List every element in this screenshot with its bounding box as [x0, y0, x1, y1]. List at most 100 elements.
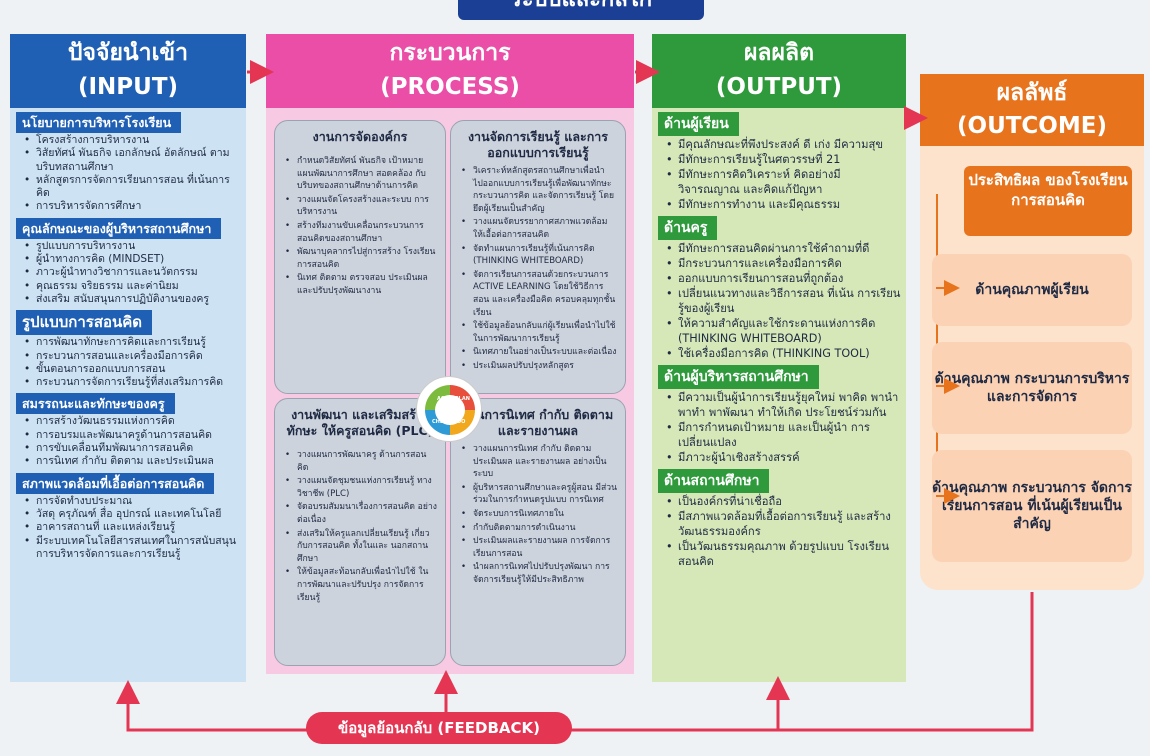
section-title: ด้านครู — [658, 216, 718, 240]
process-column: กระบวนการ (PROCESS) งานการจัดองค์กรกำหนด… — [266, 34, 634, 674]
section-title: รูปแบบการสอนคิด — [16, 310, 153, 336]
input-column: ปัจจัยนำเข้า (INPUT) นโยบายการบริหารโรงเ… — [10, 34, 246, 682]
list-item: ส่งเสริม สนับสนุนการปฏิบัติงานของครู — [24, 293, 242, 307]
list-item: ผู้บริหารสถานศึกษาและครูผู้สอน มีส่วนร่ว… — [461, 482, 617, 507]
list-item: โครงสร้างการบริหารงาน — [24, 134, 242, 148]
outcome-column: ผลลัพธ์ (OUTCOME) ประสิทธิผล ของโรงเรียน… — [920, 74, 1144, 590]
feedback-line — [116, 592, 1034, 732]
box-title: งานการจัดองค์กร — [312, 129, 408, 144]
list-item: สร้างทีมงานขับเคลื่อนกระบวนการ สอนคิดของ… — [285, 220, 437, 245]
section-list: มีคุณลักษณะที่พึงประสงค์ ดี เก่ง มีความส… — [652, 136, 906, 212]
section-title: ด้านผู้บริหารสถานศึกษา — [658, 365, 819, 389]
list-item: การนิเทศ กำกับ ติดตาม และประเมินผล — [24, 455, 242, 469]
section-title: ด้านผู้เรียน — [658, 112, 739, 136]
output-sections: ด้านผู้เรียนมีคุณลักษณะที่พึงประสงค์ ดี … — [652, 108, 906, 569]
list-item: การขับเคลื่อนทีมพัฒนาการสอนคิด — [24, 442, 242, 456]
list-item: คุณธรรม จริยธรรม และค่านิยม — [24, 280, 242, 294]
outcome-box-student-quality: ด้านคุณภาพผู้เรียน — [932, 254, 1132, 326]
input-sections: นโยบายการบริหารโรงเรียนโครงสร้างการบริหา… — [10, 108, 246, 561]
list-item: มีทักษะการทำงาน และมีคุณธรรม — [666, 197, 902, 212]
list-item: มีภาวะผู้นำเชิงสร้างสรรค์ — [666, 450, 902, 465]
list-item: ใช้เครื่องมือการคิด (THINKING TOOL) — [666, 346, 902, 361]
list-item: ให้ความสำคัญและใช้กระดานแห่งการคิด (THIN… — [666, 316, 902, 346]
outcome-header-th: ผลลัพธ์ — [996, 80, 1068, 106]
list-item: วางแผนจัดบรรยากาศสภาพแวดล้อม ให้เอื้อต่อ… — [461, 216, 617, 241]
list-item: มีระบบเทคโนโลยีสารสนเทศในการสนับสนุน การ… — [24, 535, 242, 562]
outcome-header: ผลลัพธ์ (OUTCOME) — [920, 74, 1144, 146]
svg-text:PLAN: PLAN — [455, 396, 470, 402]
list-item: การจัดทำงบประมาณ — [24, 495, 242, 509]
section-list: มีความเป็นผู้นำการเรียนรู้ยุคใหม่ พาคิด … — [652, 389, 906, 465]
list-item: นิเทศ ติดตาม ตรวจสอบ ประเมินผล และปรับปร… — [285, 272, 437, 297]
section-title: คุณลักษณะของผู้บริหารสถานศึกษา — [16, 217, 222, 239]
section-title: ด้านสถานศึกษา — [658, 469, 770, 493]
feedback-label: ข้อมูลย้อนกลับ (FEEDBACK) — [306, 712, 572, 744]
outcome-header-en: (OUTCOME) — [957, 113, 1107, 139]
section-list: การสร้างวัฒนธรรมแห่งการคิดการอบรมและพัฒน… — [10, 414, 246, 468]
list-item: วางแผนการนิเทศ กำกับ ติดตาม ประเมินผล แล… — [461, 443, 617, 481]
list-item: ประเมินผลและรายงานผล การจัดการเรียนการสอ… — [461, 535, 617, 560]
process-box-supervision: งานการนิเทศ กำกับ ติดตาม และรายงานผลวางแ… — [450, 398, 626, 666]
list-item: การพัฒนาทักษะการคิดและการเรียนรู้ — [24, 336, 242, 350]
list-item: ภาวะผู้นำทางวิชาการและนวัตกรรม — [24, 266, 242, 280]
section-title: นโยบายการบริหารโรงเรียน — [16, 112, 182, 133]
list-item: กำกับติดตามการดำเนินงาน — [461, 522, 617, 535]
list-item: ให้ข้อมูลสะท้อนกลับเพื่อนำไปใช้ ในการพัฒ… — [285, 566, 437, 604]
list-item: เป็นวัฒนธรรมคุณภาพ ด้วยรูปแบบ โรงเรียนสอ… — [666, 539, 902, 569]
list-item: ขั้นตอนการออกแบบการสอน — [24, 363, 242, 377]
section-list: มีทักษะการสอนคิดผ่านการใช้คำถามที่ดีมีกร… — [652, 240, 906, 361]
process-header: กระบวนการ (PROCESS) — [266, 34, 634, 108]
input-header: ปัจจัยนำเข้า (INPUT) — [10, 34, 246, 108]
list-item: ใช้ข้อมูลย้อนกลับแก่ผู้เรียนเพื่อนำไปใช้… — [461, 320, 617, 345]
svg-text:CHECK: CHECK — [432, 419, 452, 425]
list-item: วางแผนจัดโครงสร้างและระบบ การบริหารงาน — [285, 194, 437, 219]
list-item: การอบรมและพัฒนาครูด้านการสอนคิด — [24, 429, 242, 443]
list-item: จัดการเรียนการสอนด้วยกระบวนการ ACTIVE LE… — [461, 269, 617, 319]
svg-text:ACT: ACT — [437, 396, 449, 402]
list-item: การสร้างวัฒนธรรมแห่งการคิด — [24, 415, 242, 429]
list-item: จัดทำแผนการเรียนรู้ที่เน้นการคิด (THINKI… — [461, 243, 617, 268]
list-item: มีสภาพแวดล้อมที่เอื้อต่อการเรียนรู้ และส… — [666, 509, 902, 539]
list-item: กระบวนการสอนและเครื่องมือการคิด — [24, 350, 242, 364]
list-item: เป็นองค์กรที่น่าเชื่อถือ — [666, 494, 902, 509]
box-list: วางแผนการพัฒนาครู ด้านการสอนคิดวางแผนจัด… — [283, 449, 437, 604]
box-list: กำหนดวิสัยทัศน์ พันธกิจ เป้าหมาย แผนพัฒน… — [283, 155, 437, 298]
list-item: จัดระบบการนิเทศภายใน — [461, 508, 617, 521]
list-item: เปลี่ยนแนวทางและวิธีการสอน ที่เน้น การเร… — [666, 286, 902, 316]
outcome-main-box: ประสิทธิผล ของโรงเรียน การสอนคิด — [964, 166, 1132, 236]
box-title: งานการนิเทศ กำกับ ติดตาม และรายงานผล — [462, 407, 614, 438]
section-list: การพัฒนาทักษะการคิดและการเรียนรู้กระบวนก… — [10, 335, 246, 389]
list-item: นิเทศภายในอย่างเป็นระบบและต่อเนื่อง — [461, 346, 617, 359]
box-title: งานจัดการเรียนรู้ และการออกแบบการเรียนรู… — [467, 129, 609, 160]
list-item: มีทักษะการเรียนรู้ในศตวรรษที่ 21 — [666, 152, 902, 167]
page-title: ระบบและกลไก — [458, 0, 704, 20]
list-item: รูปแบบการบริหารงาน — [24, 240, 242, 254]
process-header-th: กระบวนการ — [389, 40, 511, 66]
list-item: มีกระบวนการและเครื่องมือการคิด — [666, 256, 902, 271]
list-item: หลักสูตรการจัดการเรียนการสอน ที่เน้นการค… — [24, 174, 242, 201]
list-item: นำผลการนิเทศไปปรับปรุงพัฒนา การจัดการเรี… — [461, 561, 617, 586]
box-title: งานพัฒนา และเสริมสร้างทักษะ ให้ครูสอนคิด… — [286, 407, 434, 438]
output-column: ผลผลิต (OUTPUT) ด้านผู้เรียนมีคุณลักษณะท… — [652, 34, 906, 682]
list-item: ออกแบบการเรียนการสอนที่ถูกต้อง — [666, 271, 902, 286]
list-item: มีทักษะการคิดวิเคราะห์ คิดอย่างมี วิจารณ… — [666, 167, 902, 197]
list-item: ประเมินผลปรับปรุงหลักสูตร — [461, 360, 617, 373]
process-header-en: (PROCESS) — [380, 74, 520, 100]
list-item: มีการกำหนดเป้าหมาย และเป็นผู้นำ การเปลี่… — [666, 420, 902, 450]
box-list: วิเคราะห์หลักสูตรสถานศึกษาเพื่อนำ ไปออกแ… — [459, 165, 617, 373]
list-item: วิสัยทัศน์ พันธกิจ เอกลักษณ์ อัตลักษณ์ ต… — [24, 147, 242, 174]
list-item: มีคุณลักษณะที่พึงประสงค์ ดี เก่ง มีความส… — [666, 137, 902, 152]
process-box-plc: งานพัฒนา และเสริมสร้างทักษะ ให้ครูสอนคิด… — [274, 398, 446, 666]
list-item: วิเคราะห์หลักสูตรสถานศึกษาเพื่อนำ ไปออกแ… — [461, 165, 617, 215]
output-header-en: (OUTPUT) — [715, 74, 843, 100]
list-item: กระบวนการจัดการเรียนรู้ที่ส่งเสริมการคิด — [24, 376, 242, 390]
outcome-box-management: ด้านคุณภาพ กระบวนการบริหาร และการจัดการ — [932, 342, 1132, 434]
section-list: โครงสร้างการบริหารงานวิสัยทัศน์ พันธกิจ … — [10, 133, 246, 214]
box-list: วางแผนการนิเทศ กำกับ ติดตาม ประเมินผล แล… — [459, 443, 617, 587]
list-item: การบริหารจัดการศึกษา — [24, 200, 242, 214]
pdca-cycle-icon: ACT PLAN DO CHECK — [416, 376, 482, 442]
input-header-th: ปัจจัยนำเข้า — [67, 40, 189, 66]
process-box-organization: งานการจัดองค์กรกำหนดวิสัยทัศน์ พันธกิจ เ… — [274, 120, 446, 394]
output-header-th: ผลผลิต — [743, 40, 815, 66]
